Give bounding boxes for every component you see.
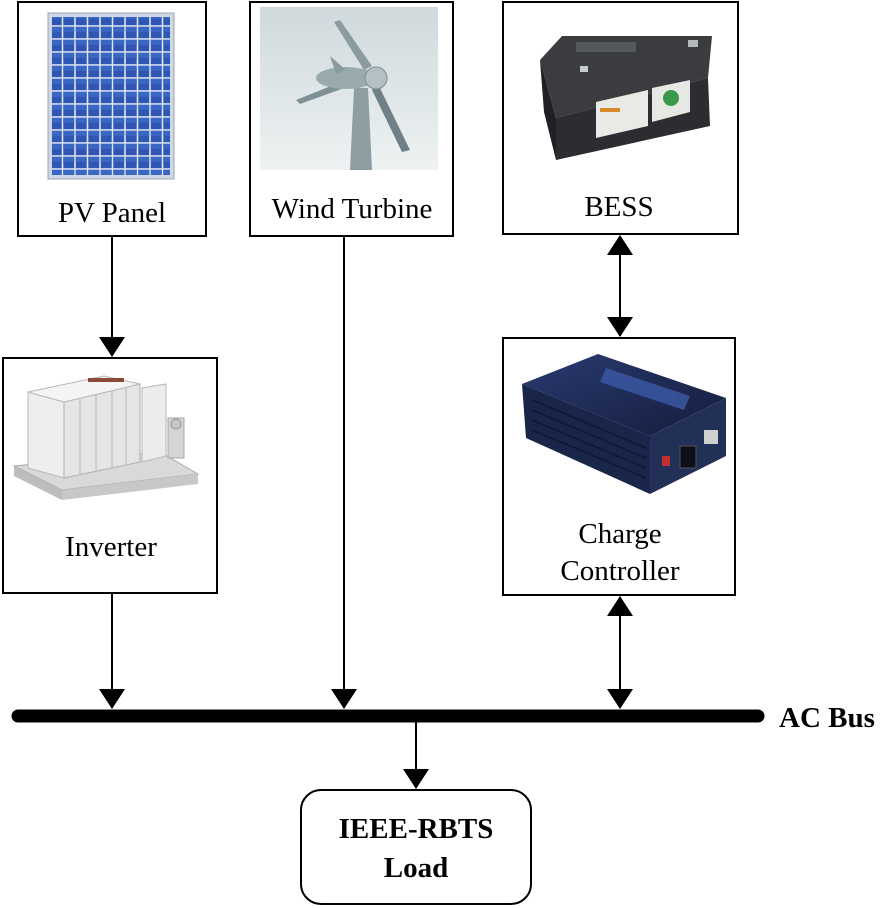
inverter-block[interactable]: Inverter (2, 357, 218, 594)
wind-turbine-label: Wind Turbine (272, 193, 433, 225)
charge-controller-block[interactable]: Charge Controller (502, 337, 736, 596)
battery-icon (540, 36, 712, 160)
load-label-line1: IEEE-RBTS (339, 813, 494, 845)
bess-block[interactable]: BESS (502, 1, 739, 235)
solar-panel-icon (47, 12, 175, 180)
ac-bus: AC Bus (11, 702, 875, 734)
wind-turbine-block[interactable]: Wind Turbine (249, 1, 454, 237)
bess-label: BESS (584, 191, 653, 223)
charge-controller-label-line2: Controller (560, 555, 680, 587)
load-label-line2: Load (384, 852, 448, 884)
charge-controller-label-line1: Charge (578, 518, 661, 550)
wind-turbine-icon (260, 7, 438, 170)
charge-controller-icon (522, 354, 726, 494)
ac-bus-label: AC Bus (779, 702, 875, 734)
inverter-label: Inverter (65, 531, 157, 563)
pv-panel-block[interactable]: PV Panel (17, 1, 207, 237)
pv-panel-label: PV Panel (58, 197, 166, 229)
load-box (300, 789, 532, 905)
connectors (99, 235, 633, 789)
load-block[interactable]: IEEE-RBTS Load (300, 789, 532, 905)
inverter-cabinet-icon (12, 375, 200, 500)
